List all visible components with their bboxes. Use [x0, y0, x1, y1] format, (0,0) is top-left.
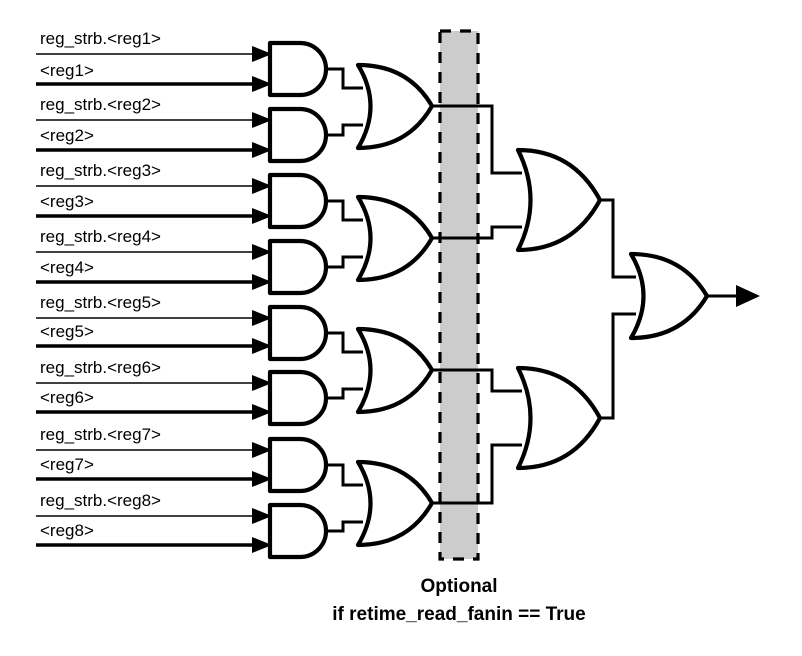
wire-and3-to-or2	[326, 199, 363, 222]
input-label-data-reg7: <reg7>	[40, 455, 94, 474]
input-arrow-data-reg2	[252, 142, 272, 158]
wire-and7-to-or4	[326, 463, 363, 487]
input-label-strobe-reg2: reg_strb.<reg2>	[40, 95, 161, 114]
input-label-data-reg8: <reg8>	[40, 521, 94, 540]
and-gate-6	[267, 369, 329, 427]
input-group-reg8: reg_strb.<reg8> <reg8>	[36, 491, 272, 553]
optional-retime-region	[438, 29, 480, 561]
input-label-data-reg2: <reg2>	[40, 126, 94, 145]
input-arrow-strobe-reg4	[252, 244, 272, 260]
input-label-data-reg3: <reg3>	[40, 192, 94, 211]
input-arrow-data-reg4	[252, 274, 272, 290]
wire-and4-to-or2	[326, 255, 363, 269]
wire-region-to-or5-top	[478, 104, 522, 175]
and-gate-7	[267, 436, 329, 494]
and-gate-5	[267, 304, 329, 362]
optional-caption-line2: if retime_read_fanin == True	[332, 604, 585, 625]
and-gate-4	[267, 238, 329, 296]
wire-region-to-or6-top	[478, 368, 522, 393]
optional-caption-line1: Optional	[420, 576, 497, 597]
or-gate-level1-4	[355, 459, 435, 548]
input-label-data-reg1: <reg1>	[40, 61, 94, 80]
input-arrow-data-reg7	[252, 471, 272, 487]
input-arrow-data-reg8	[252, 537, 272, 553]
wire-region-to-or5-bottom	[478, 225, 522, 240]
wire-region-to-or6-bottom	[478, 443, 522, 505]
input-arrow-strobe-reg1	[252, 46, 272, 62]
input-group-reg3: reg_strb.<reg3> <reg3>	[36, 161, 272, 224]
input-label-strobe-reg6: reg_strb.<reg6>	[40, 358, 161, 377]
input-group-reg4: reg_strb.<reg4> <reg4>	[36, 227, 272, 290]
input-arrow-data-reg3	[252, 208, 272, 224]
input-label-data-reg6: <reg6>	[40, 388, 94, 407]
or-gate-level1-2	[355, 194, 435, 283]
input-label-strobe-reg7: reg_strb.<reg7>	[40, 425, 161, 444]
wire-and5-to-or3	[326, 331, 363, 354]
input-arrow-strobe-reg7	[252, 442, 272, 458]
input-arrow-strobe-reg6	[252, 375, 272, 391]
input-label-strobe-reg3: reg_strb.<reg3>	[40, 161, 161, 180]
wire-or5-to-final	[598, 198, 636, 279]
and-gate-1	[267, 40, 329, 98]
wire-or6-to-final	[598, 312, 636, 420]
input-arrow-strobe-reg2	[252, 112, 272, 128]
input-arrow-strobe-reg5	[252, 310, 272, 326]
wire-and6-to-or3	[326, 387, 363, 400]
or-gate-level2-2	[515, 365, 603, 471]
input-label-data-reg5: <reg5>	[40, 322, 94, 341]
or-gate-level1-3	[355, 326, 435, 415]
wire-and1-to-or1	[326, 67, 363, 90]
or-gate-final	[628, 251, 710, 341]
input-arrow-data-reg5	[252, 338, 272, 354]
input-arrow-strobe-reg8	[252, 508, 272, 524]
and-gate-2	[267, 106, 329, 164]
input-label-strobe-reg5: reg_strb.<reg5>	[40, 293, 161, 312]
wire-and2-to-or1	[326, 123, 363, 137]
input-group-reg1: reg_strb.<reg1> <reg1>	[36, 29, 272, 92]
input-label-strobe-reg8: reg_strb.<reg8>	[40, 491, 161, 510]
input-label-strobe-reg1: reg_strb.<reg1>	[40, 29, 161, 48]
input-label-data-reg4: <reg4>	[40, 258, 94, 277]
input-label-strobe-reg4: reg_strb.<reg4>	[40, 227, 161, 246]
or-gate-level2-1	[515, 147, 603, 253]
input-arrow-data-reg6	[252, 404, 272, 420]
input-group-reg2: reg_strb.<reg2> <reg2>	[36, 95, 272, 158]
wire-and8-to-or4	[326, 520, 363, 533]
input-arrow-strobe-reg3	[252, 178, 272, 194]
input-group-reg5: reg_strb.<reg5> <reg5>	[36, 293, 272, 354]
and-gate-8	[267, 502, 329, 560]
and-gate-3	[267, 172, 329, 230]
output-arrow-icon	[736, 285, 760, 307]
input-group-reg6: reg_strb.<reg6> <reg6>	[36, 358, 272, 420]
or-gate-level1-1	[355, 62, 435, 151]
input-arrow-data-reg1	[252, 76, 272, 92]
input-group-reg7: reg_strb.<reg7> <reg7>	[36, 425, 272, 487]
